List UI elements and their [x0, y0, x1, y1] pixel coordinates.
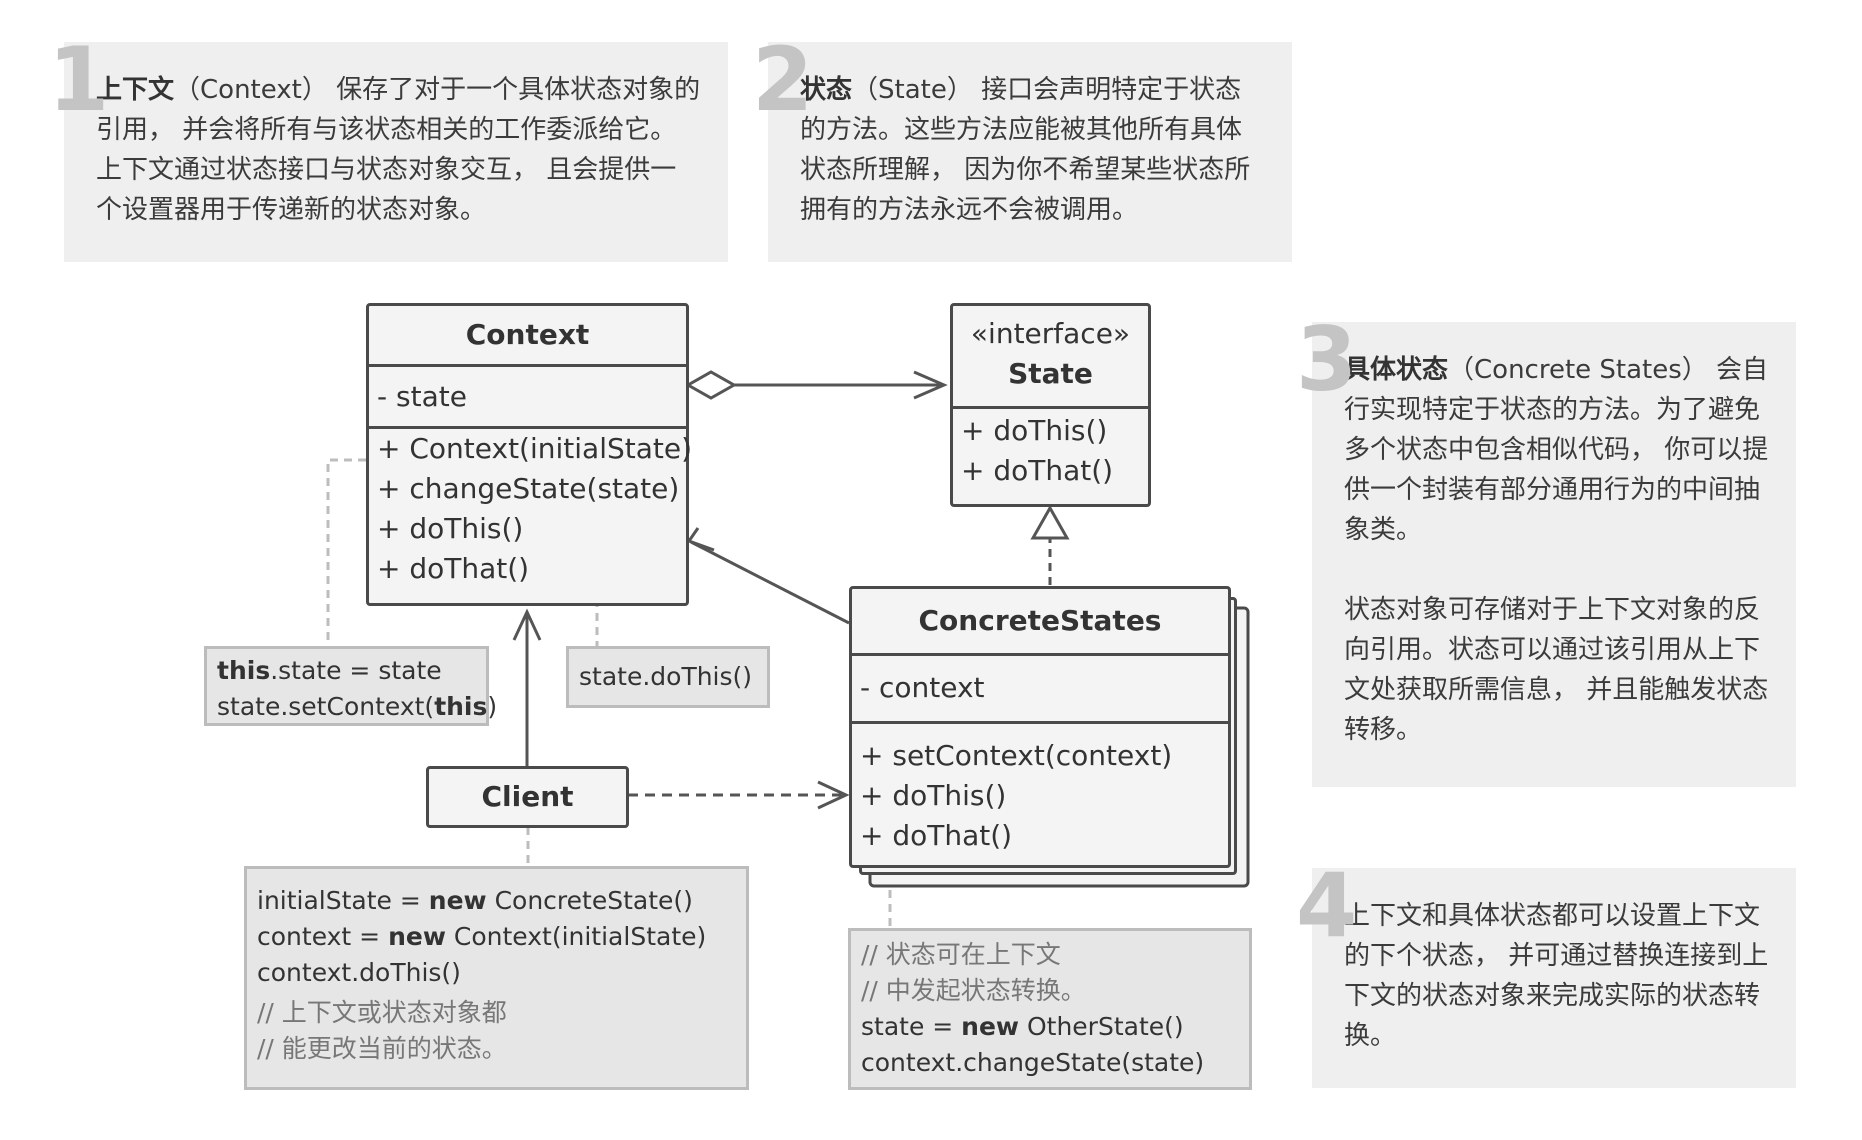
note-title: 上下文: [96, 75, 175, 105]
note-number: 2: [752, 28, 814, 131]
code: Context(initialState): [445, 922, 707, 951]
class-context[interactable]: Context - state + Context(initialState) …: [366, 303, 693, 606]
class-client[interactable]: Client: [426, 766, 629, 828]
note-text: 上下文（Context） 保存了对于一个具体状态对象的引用， 并会将所有与该状态…: [96, 70, 702, 230]
method: + doThis(): [377, 512, 524, 545]
memo-line: this.state = state: [217, 653, 476, 689]
class-name: Client: [481, 780, 574, 813]
class-name: ConcreteStates: [918, 604, 1162, 637]
aggregation-diamond: [684, 370, 738, 400]
class-stereotype: «interface»: [970, 317, 1131, 350]
keyword: new: [961, 1012, 1020, 1041]
memo-concrete: // 状态可在上下文 // 中发起状态转换。 state = new Other…: [848, 928, 1252, 1090]
memo-line: context.changeState(state): [861, 1048, 1205, 1077]
note-4: 4 上下文和具体状态都可以设置上下文的下个状态， 并可通过替换连接到上下文的状态…: [1296, 862, 1796, 1088]
note-title: 具体状态: [1344, 355, 1449, 385]
code: ConcreteState(): [486, 886, 693, 915]
method: + doThis(): [961, 414, 1108, 447]
note-text-2: 状态对象可存储对于上下文对象的反向引用。状态可以通过该引用从上下文处获取所需信息…: [1344, 595, 1769, 745]
memo-line: context = new Context(initialState): [257, 919, 736, 955]
memo-comment: // 状态可在上下文: [861, 940, 1061, 969]
memo-dothis: state.doThis(): [566, 646, 770, 708]
class-methods: + setContext(context) + doThis() + doTha…: [852, 724, 1228, 856]
class-fields: - state: [369, 367, 686, 429]
class-concrete-states[interactable]: ConcreteStates - context + setContext(co…: [849, 586, 1231, 868]
code: context =: [257, 922, 389, 951]
field: - state: [377, 380, 467, 413]
memo-comment: // 能更改当前的状态。: [257, 1034, 507, 1063]
method: + doThat(): [961, 454, 1114, 487]
class-state[interactable]: «interface» State + doThis() + doThat(): [950, 303, 1151, 507]
class-name: Context: [465, 318, 590, 351]
method: + doThat(): [860, 819, 1013, 852]
memo-line: context.doThis(): [257, 958, 461, 987]
note-2: 2 状态（State） 接口会声明特定于状态的方法。这些方法应能被其他所有具体状…: [752, 36, 1292, 262]
memo-comment: // 中发起状态转换。: [861, 976, 1086, 1005]
field: - context: [860, 671, 985, 704]
keyword: this: [434, 692, 488, 721]
memo-line: state.setContext(this): [217, 689, 497, 725]
keyword: this: [217, 656, 271, 685]
code: ): [487, 692, 498, 721]
aggregation-arrowhead: [913, 370, 948, 400]
keyword: new: [428, 886, 487, 915]
note-text: 上下文和具体状态都可以设置上下文的下个状态， 并可通过替换连接到上下文的状态对象…: [1344, 901, 1769, 1051]
note-body: （Context） 保存了对于一个具体状态对象的引用， 并会将所有与该状态相关的…: [96, 75, 701, 225]
note-number: 1: [48, 28, 110, 131]
note-text: 状态（State） 接口会声明特定于状态的方法。这些方法应能被其他所有具体状态所…: [800, 70, 1266, 230]
note-number: 4: [1296, 854, 1358, 957]
note-body: （Concrete States） 会自行实现特定于状态的方法。为了避免多个状态…: [1344, 355, 1769, 545]
note-3: 3 具体状态（Concrete States） 会自行实现特定于状态的方法。为了…: [1296, 316, 1796, 787]
note-body: （State） 接口会声明特定于状态的方法。这些方法应能被其他所有具体状态所理解…: [800, 75, 1251, 225]
class-name: State: [1008, 357, 1093, 390]
class-header: ConcreteStates: [852, 589, 1228, 656]
code: state =: [861, 1012, 962, 1041]
realization-triangle: [1030, 504, 1070, 540]
class-methods: + doThis() + doThat(): [953, 409, 1148, 491]
memo-line: state.doThis(): [579, 662, 753, 691]
leader-ctor: [326, 458, 366, 640]
note-number: 3: [1296, 308, 1358, 411]
code: .state = state: [270, 656, 442, 685]
memo-client: initialState = new ConcreteState() conte…: [244, 866, 749, 1090]
memo-constructor: this.state = state state.setContext(this…: [204, 646, 497, 726]
note-1: 1 上下文（Context） 保存了对于一个具体状态对象的引用， 并会将所有与该…: [48, 36, 728, 262]
class-methods: + Context(initialState) + changeState(st…: [369, 429, 693, 589]
code: state.setContext(: [217, 692, 435, 721]
memo-comment: // 上下文或状态对象都: [257, 998, 507, 1027]
code: initialState =: [257, 886, 429, 915]
class-fields: - context: [852, 656, 1228, 724]
dep-client-concrete-arrow: [817, 780, 850, 810]
memo-line: initialState = new ConcreteState(): [257, 883, 736, 919]
method: + setContext(context): [860, 739, 1173, 772]
method: + Context(initialState): [377, 432, 693, 465]
note-title: 状态: [800, 75, 853, 105]
assoc-concrete-context: [690, 540, 850, 625]
class-header: Context: [369, 306, 686, 367]
note-text: 具体状态（Concrete States） 会自行实现特定于状态的方法。为了避免…: [1344, 350, 1770, 550]
assoc-client-context-arrow: [512, 608, 542, 641]
assoc-concrete-context-arrow: [686, 527, 715, 552]
memo-line: state = new OtherState(): [861, 1009, 1239, 1045]
method: + doThis(): [860, 779, 1007, 812]
code: OtherState(): [1019, 1012, 1184, 1041]
method: + changeState(state): [377, 472, 680, 505]
keyword: new: [388, 922, 446, 951]
class-header: «interface» State: [953, 306, 1148, 409]
method: + doThat(): [377, 552, 530, 585]
